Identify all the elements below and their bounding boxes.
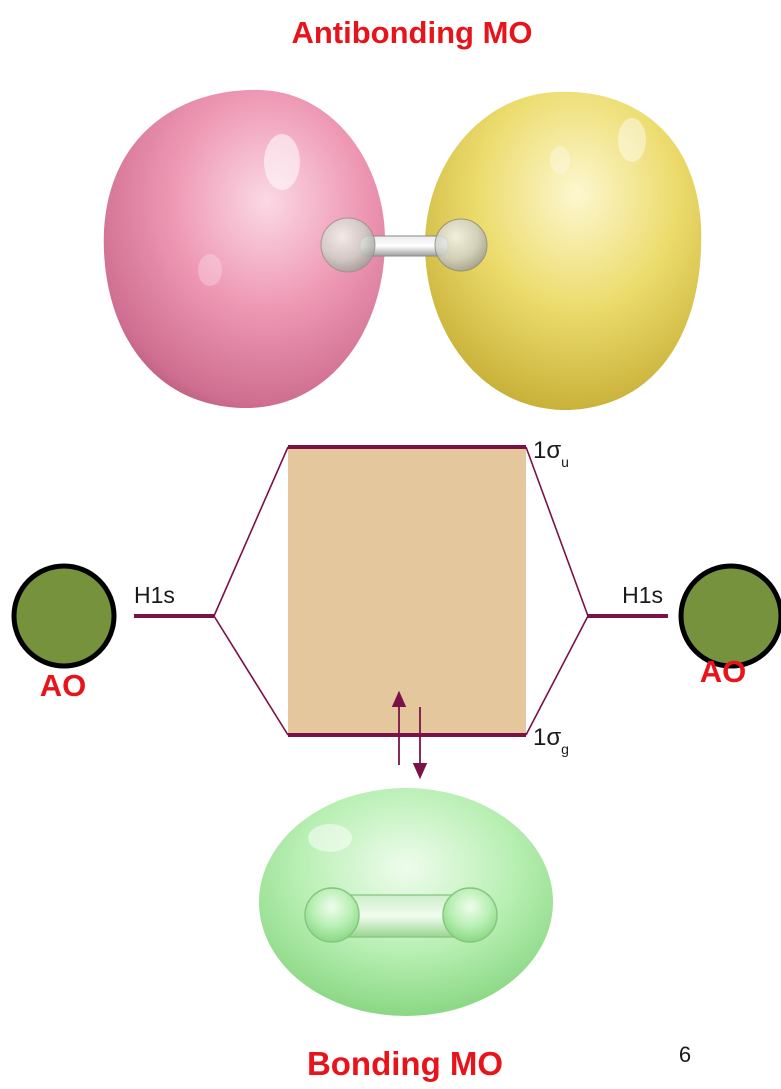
bonding-title: Bonding MO (307, 1045, 503, 1082)
right-ao-label: AO (700, 654, 747, 689)
left-atomic-orbital-circle-icon (11, 563, 117, 669)
antibonding-right-lobe (425, 91, 702, 411)
antibonding-orbital-icon (103, 89, 702, 411)
left-to-upper-line (213, 446, 289, 617)
left-ao-label: AO (40, 668, 87, 703)
antibonding-atom-left (320, 217, 376, 273)
left-to-lower-line (213, 615, 289, 736)
right-to-lower-line (525, 615, 589, 736)
right-atomic-orbital-circle-icon (678, 563, 781, 669)
antibonding-left-lobe (103, 89, 385, 409)
bonding-atom-left (304, 887, 360, 943)
bonding-level-label: 1σg (533, 724, 569, 757)
antibonding-atom-right (434, 218, 488, 272)
left-ao-level-label: H1s (134, 582, 175, 608)
antibonding-level-label: 1σu (533, 437, 569, 470)
antibonding-title: Antibonding MO (291, 15, 532, 50)
right-ao-level-label: H1s (622, 582, 663, 608)
bonding-atom-right (442, 887, 498, 943)
right-to-upper-line (525, 446, 589, 617)
slide-number: 6 (679, 1042, 691, 1067)
energy-gap-box (288, 447, 526, 735)
energy-level-diagram: H1s H1s 1σu 1σg (134, 437, 668, 780)
bonding-orbital-icon (259, 788, 553, 1016)
